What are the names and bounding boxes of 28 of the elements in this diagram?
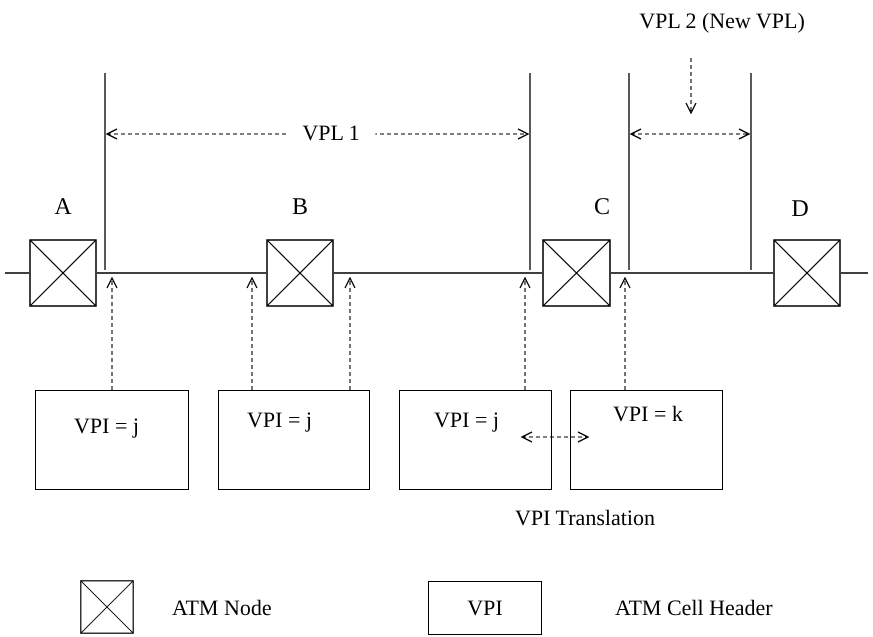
link-line [334, 272, 542, 274]
node-label: C [594, 195, 610, 219]
node-label: D [791, 197, 809, 221]
legend-box-text: VPI [467, 597, 503, 619]
header-text: VPI = j [247, 409, 312, 431]
cell-header-box [35, 390, 189, 490]
link-line [841, 272, 868, 274]
legend-text: ATM Node [172, 597, 272, 619]
cell-header-box [218, 390, 370, 490]
legend-text: ATM Cell Header [615, 597, 773, 619]
vpl-label: VPL 2 (New VPL) [639, 10, 805, 32]
node-label: A [54, 195, 72, 219]
arrow [519, 277, 531, 390]
translation-label: VPI Translation [515, 507, 655, 529]
link-line [97, 272, 266, 274]
cell-header-box [399, 390, 552, 490]
header-text: VPI = j [74, 415, 139, 437]
link-line [611, 272, 773, 274]
arrow [344, 277, 356, 390]
header-text: VPI = k [613, 403, 683, 425]
cell-header-box [570, 390, 723, 490]
node-label: B [292, 195, 308, 219]
arrow [106, 277, 118, 390]
header-text: VPI = j [434, 409, 499, 431]
arrow [521, 431, 589, 443]
link-line [5, 272, 29, 274]
arrow [619, 277, 631, 390]
arrow [246, 277, 258, 390]
